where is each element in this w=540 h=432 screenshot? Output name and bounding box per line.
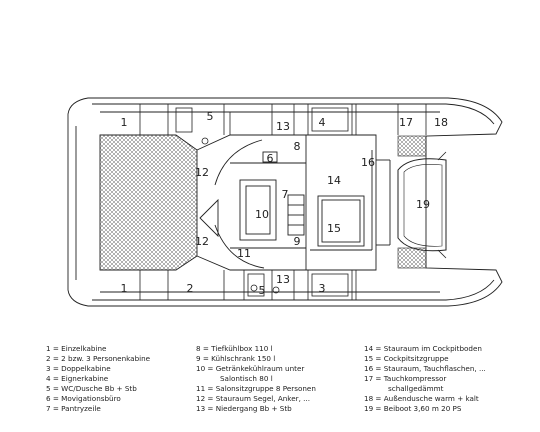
- room-label: 1: [121, 116, 128, 129]
- room-label: 13: [276, 120, 290, 133]
- legend-item: 3 = Doppelkabine: [46, 364, 111, 373]
- room-label: 12: [195, 235, 209, 248]
- legend-item: Salontisch 80 l: [220, 374, 273, 383]
- legend-item: 11 = Salonsitzgruppe 8 Personen: [196, 384, 316, 393]
- starboard-hull-cabins: [139, 269, 357, 301]
- room-label: 5: [207, 110, 214, 123]
- bridgedeck: [196, 134, 391, 271]
- room-label: 6: [267, 152, 274, 165]
- room-label: 14: [327, 174, 341, 187]
- room-label: 13: [276, 273, 290, 286]
- legend-item: 15 = Cockpitsitzgruppe: [364, 354, 449, 363]
- room-label: 9: [294, 235, 301, 248]
- room-label: 5: [259, 284, 266, 297]
- room-label: 1: [121, 282, 128, 295]
- room-label: 16: [361, 156, 375, 169]
- legend-item: 9 = Kühlschrank 150 l: [196, 354, 275, 363]
- stern-step-bottom: [397, 247, 427, 269]
- legend-item: 14 = Stauraum im Cockpitboden: [364, 344, 482, 353]
- legend-item: 18 = Außendusche warm + kalt: [364, 394, 479, 403]
- stern-step-top: [397, 135, 427, 157]
- room-label: 10: [255, 208, 269, 221]
- room-label: 17: [399, 116, 413, 129]
- legend-item: 8 = Tiefkühlbox 110 l: [196, 344, 273, 353]
- legend-item: 2 = 2 bzw. 3 Personenkabine: [46, 354, 151, 363]
- port-hull-cabins: [139, 103, 427, 145]
- legend-item: 4 = Eignerkabine: [46, 374, 109, 383]
- room-label: 4: [319, 116, 326, 129]
- legend-item: 12 = Stauraum Segel, Anker, ...: [196, 394, 310, 403]
- room-label: 19: [416, 198, 430, 211]
- legend-item: 6 = Movigationsbüro: [46, 394, 121, 403]
- legend-item: 7 = Pantryzeile: [46, 404, 101, 413]
- legend-item: schallgedämmt: [388, 384, 444, 393]
- room-label: 3: [319, 282, 326, 295]
- room-label: 18: [434, 116, 448, 129]
- legend-item: 10 = Getränkekühlraum unter: [196, 364, 304, 373]
- dinghy: [397, 158, 447, 252]
- hull-outline: [67, 97, 503, 307]
- room-label: 15: [327, 222, 341, 235]
- room-label: 11: [237, 247, 251, 260]
- legend: 1 = Einzelkabine 2 = 2 bzw. 3 Personenka…: [46, 344, 486, 413]
- room-label: 12: [195, 166, 209, 179]
- trampoline-net: [99, 134, 198, 271]
- legend-item: 19 = Beiboot 3,60 m 20 PS: [364, 404, 462, 413]
- legend-item: 17 = Tauchkompressor: [364, 374, 446, 383]
- room-label: 2: [187, 282, 194, 295]
- legend-item: 1 = Einzelkabine: [46, 344, 107, 353]
- room-label: 8: [294, 140, 301, 153]
- legend-item: 5 = WC/Dusche Bb + Stb: [46, 384, 137, 393]
- room-labels: 1 5 13 4 17 18 12 6 8 16 14 7 10 19 15 1…: [121, 110, 449, 297]
- legend-item: 13 = Niedergang Bb + Stb: [196, 404, 292, 413]
- room-label: 7: [282, 188, 289, 201]
- legend-item: 16 = Stauraum, Tauchflaschen, ...: [364, 364, 486, 373]
